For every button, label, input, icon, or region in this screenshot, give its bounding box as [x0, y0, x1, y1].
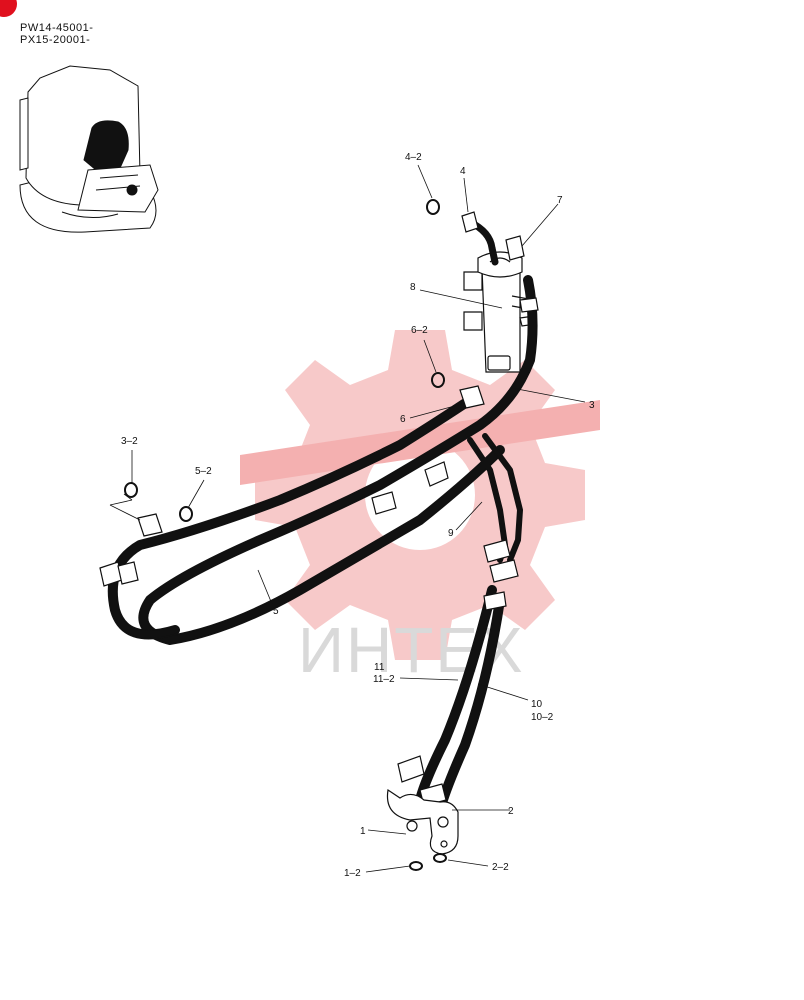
callout-9: 9	[448, 528, 454, 539]
callout-7: 7	[557, 195, 563, 206]
corner-badge	[0, 0, 17, 17]
serial-range-2: PX15-20001-	[20, 34, 91, 46]
callout-1: 1	[360, 826, 366, 837]
callout-2-2: 2–2	[492, 862, 509, 873]
callout-6-2: 6–2	[411, 325, 428, 336]
callout-10: 10	[531, 699, 543, 710]
hose-group	[99, 211, 539, 855]
serial-range-1: PW14-45001-	[20, 22, 94, 34]
o-rings	[124, 199, 447, 871]
callout-3: 3	[589, 400, 595, 411]
leader-lines	[109, 164, 586, 873]
callout-10-2: 10–2	[531, 712, 554, 723]
machine-thumbnail	[19, 65, 159, 233]
callout-11: 11	[374, 662, 385, 673]
callout-5-2: 5–2	[195, 466, 212, 477]
callout-labels: 4–2 4 7 8 6–2 6 3 3–2 5–2 5 9 11 11–2 10…	[121, 152, 595, 879]
callout-4: 4	[460, 166, 466, 177]
callout-11-2: 11–2	[373, 674, 395, 685]
callout-8: 8	[410, 282, 416, 293]
callout-4-2: 4–2	[405, 152, 422, 163]
filter-assembly	[463, 235, 537, 373]
callout-6: 6	[400, 414, 406, 425]
callout-3-2: 3–2	[121, 436, 138, 447]
callout-2: 2	[508, 806, 514, 817]
callout-5: 5	[273, 606, 279, 617]
callout-1-2: 1–2	[344, 868, 361, 879]
